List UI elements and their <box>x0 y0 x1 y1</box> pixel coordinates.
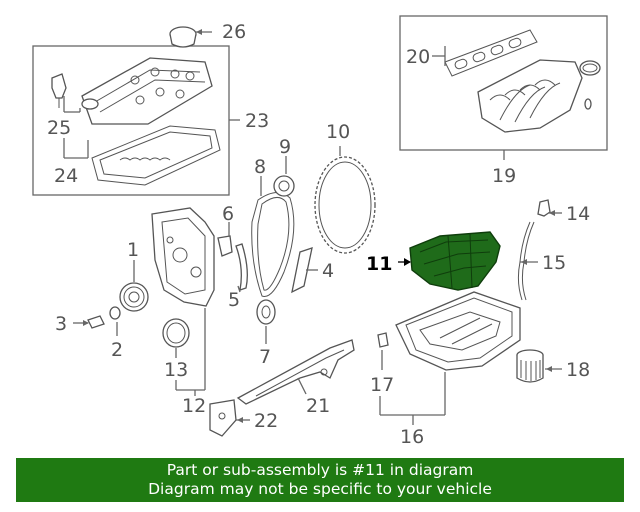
oil-cap-part <box>169 26 212 48</box>
callout-22: 22 <box>254 410 278 432</box>
callout-19: 19 <box>492 165 516 187</box>
valve-cover-group <box>32 45 240 196</box>
dipstick-group <box>517 199 562 301</box>
oil-pan-group <box>377 291 521 425</box>
callout-25: 25 <box>47 117 71 139</box>
callout-10: 10 <box>326 121 350 143</box>
callout-6: 6 <box>222 203 234 225</box>
callout-26: 26 <box>222 21 246 43</box>
callout-7: 7 <box>259 346 271 368</box>
callout-8: 8 <box>254 156 266 178</box>
callout-9: 9 <box>279 136 291 158</box>
callout-15: 15 <box>542 252 566 274</box>
callout-16: 16 <box>400 426 424 448</box>
callout-23: 23 <box>245 110 269 132</box>
oil-filter-part <box>516 349 562 383</box>
callout-3: 3 <box>55 313 67 335</box>
callout-17: 17 <box>370 374 394 396</box>
callout-18: 18 <box>566 359 590 381</box>
callout-13: 13 <box>164 359 188 381</box>
intake-manifold-group <box>399 15 608 160</box>
callout-20: 20 <box>406 46 430 68</box>
callout-11: 11 <box>366 253 392 275</box>
callout-14: 14 <box>566 203 590 225</box>
rail-bracket-group <box>209 339 355 437</box>
callout-4: 4 <box>322 260 334 282</box>
callout-5: 5 <box>228 289 240 311</box>
banner-line-2: Diagram may not be specific to your vehi… <box>148 480 492 498</box>
part-11-highlight <box>398 231 501 291</box>
timing-cover-group <box>73 146 376 396</box>
callout-2: 2 <box>111 339 123 361</box>
callout-24: 24 <box>54 165 78 187</box>
notice-banner: Part or sub-assembly is #11 in diagram D… <box>16 458 624 502</box>
callout-12: 12 <box>182 395 206 417</box>
banner-line-1: Part or sub-assembly is #11 in diagram <box>166 461 474 479</box>
callout-1: 1 <box>127 239 139 261</box>
callout-21: 21 <box>306 395 330 417</box>
